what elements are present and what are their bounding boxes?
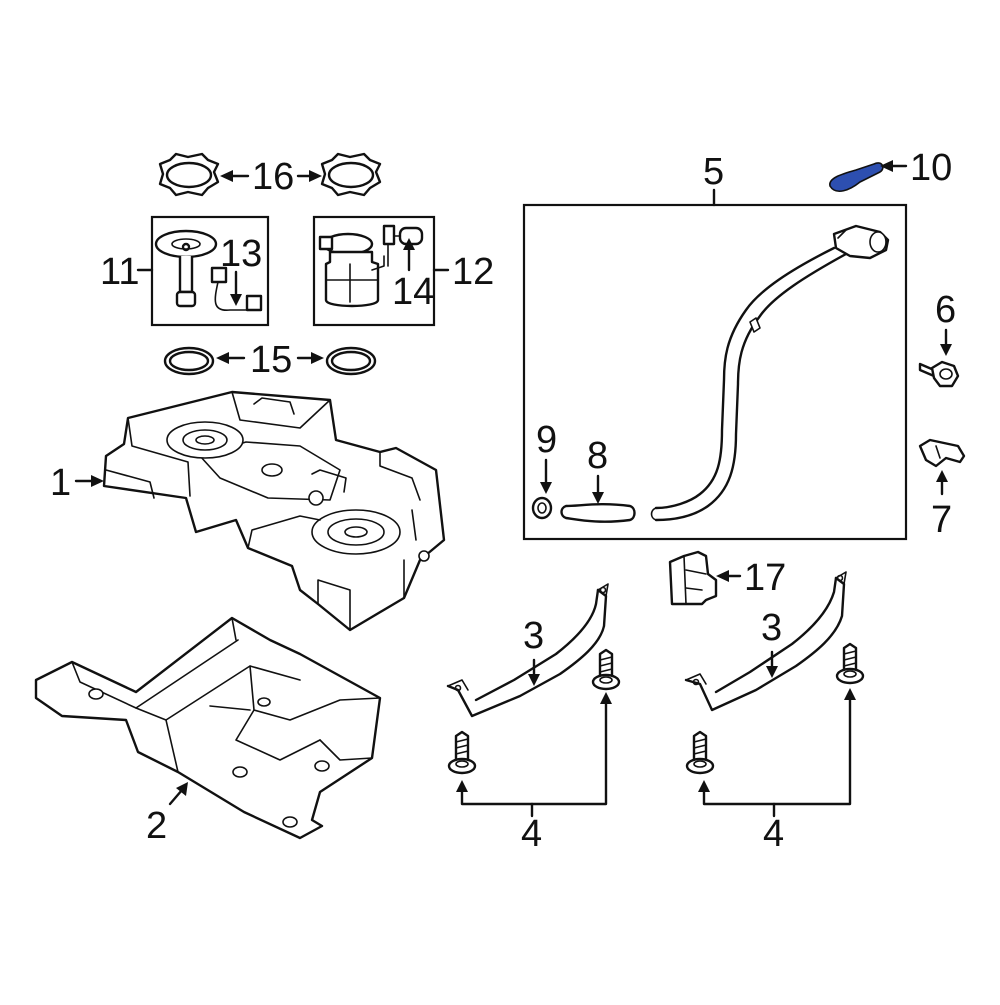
- label-3-right: 3: [761, 607, 782, 649]
- part-9-clamp[interactable]: 9: [531, 419, 557, 520]
- callout-2: 2: [146, 782, 188, 847]
- label-7: 7: [931, 499, 952, 541]
- label-16: 16: [252, 156, 294, 198]
- part-16-lock-ring-right[interactable]: [320, 152, 382, 197]
- label-13: 13: [220, 233, 262, 275]
- callout-11: 11: [100, 251, 154, 293]
- callout-3a: 3: [523, 615, 544, 686]
- part-15-seal-left[interactable]: [163, 346, 215, 376]
- part-4-bolt-right-b[interactable]: [835, 642, 865, 685]
- label-8: 8: [587, 435, 608, 477]
- part-5-filler-pipe[interactable]: [522, 203, 908, 541]
- part-4-bolt-left-a[interactable]: [447, 730, 477, 775]
- part-14-pump-seal[interactable]: [382, 224, 424, 272]
- label-5: 5: [703, 151, 724, 193]
- callout-3b: 3: [761, 607, 782, 678]
- callout-15: 15: [216, 339, 324, 381]
- label-14: 14: [392, 271, 434, 313]
- part-3-strap-left[interactable]: [446, 583, 609, 718]
- part-7-clip[interactable]: 7: [918, 438, 966, 541]
- callout-1: 1: [50, 462, 104, 504]
- label-10: 10: [910, 147, 952, 189]
- part-2-heat-shield[interactable]: [34, 616, 382, 840]
- callout-16: 16: [220, 156, 322, 198]
- callout-10: 10: [880, 147, 952, 189]
- label-17: 17: [744, 557, 786, 599]
- label-1: 1: [50, 462, 71, 504]
- callout-4-left: 4: [456, 692, 612, 855]
- label-15: 15: [250, 339, 292, 381]
- label-4-right: 4: [763, 813, 784, 855]
- part-12-fuel-pump[interactable]: [312, 215, 436, 327]
- part-15-seal-right[interactable]: [325, 346, 377, 376]
- part-16-lock-ring-left[interactable]: [158, 152, 220, 197]
- label-11: 11: [100, 251, 139, 293]
- callout-5: 5: [703, 151, 724, 207]
- part-8-hose[interactable]: 8: [560, 435, 636, 523]
- callout-4-right: 4: [698, 688, 856, 855]
- part-1-fuel-tank[interactable]: [102, 390, 446, 632]
- part-10-tether[interactable]: [829, 162, 884, 193]
- label-9: 9: [536, 419, 557, 461]
- part-13-wire-harness[interactable]: [210, 266, 263, 312]
- part-17-module[interactable]: 17: [668, 550, 786, 606]
- part-11-fuel-sender[interactable]: [150, 215, 270, 327]
- part-4-bolt-right-a[interactable]: [685, 730, 715, 775]
- label-2: 2: [146, 805, 167, 847]
- callout-12: 12: [432, 251, 494, 293]
- label-6: 6: [935, 289, 956, 331]
- label-4-left: 4: [521, 813, 542, 855]
- part-4-bolt-left-b[interactable]: [591, 648, 621, 691]
- part-3-strap-right[interactable]: [684, 571, 847, 712]
- part-6-bolt[interactable]: 6: [918, 289, 960, 388]
- label-12: 12: [452, 251, 494, 293]
- label-3-left: 3: [523, 615, 544, 657]
